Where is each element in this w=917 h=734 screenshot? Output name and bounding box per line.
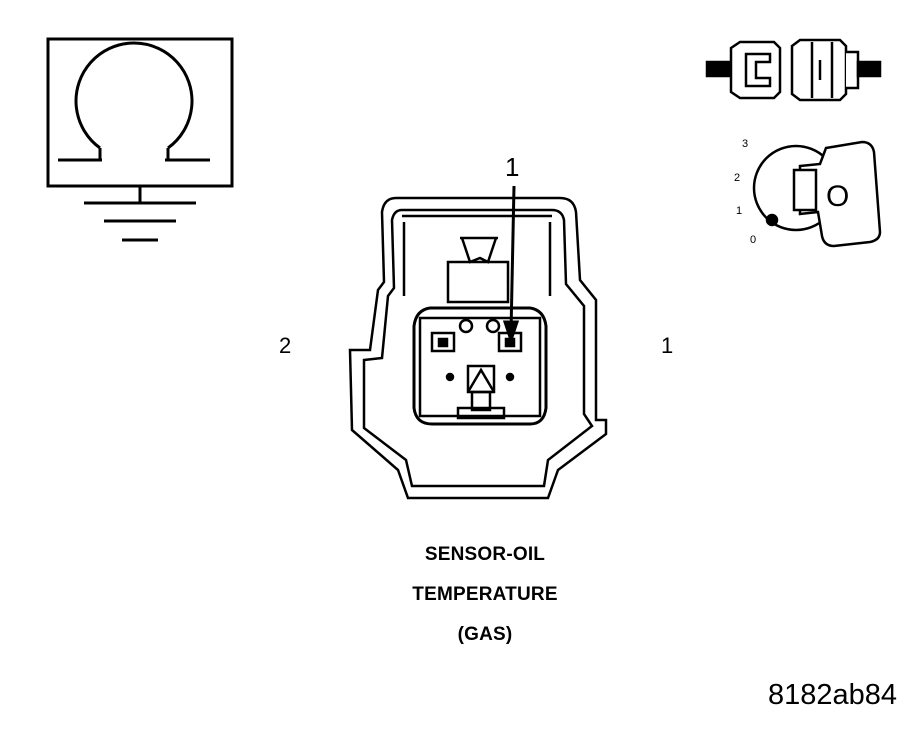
callout-arrow	[502, 185, 520, 345]
caption-line-2: TEMPERATURE	[412, 584, 558, 605]
ignition-key-label: O	[826, 180, 850, 213]
ignition-position-2: 2	[734, 172, 741, 184]
omega-symbol	[58, 41, 210, 162]
caption-line-1: SENSOR-OIL	[424, 544, 546, 565]
ignition-position-0: 0	[750, 234, 757, 246]
connector-disconnected-icon	[705, 38, 882, 102]
component-caption: SENSOR-OIL TEMPERATURE (GAS)	[330, 535, 640, 655]
callout-number: 1	[505, 152, 520, 182]
caption-line-3: (GAS)	[457, 624, 513, 645]
ground-symbol	[84, 186, 196, 242]
ignition-key-icon	[752, 140, 882, 248]
pin-label-right: 1	[661, 333, 674, 358]
ignition-position-1: 1	[736, 205, 743, 217]
ignition-position-3: 3	[742, 138, 749, 150]
figure-id: 8182ab84	[767, 679, 897, 711]
pin-label-left: 2	[279, 333, 292, 358]
ohmmeter-box	[46, 37, 234, 188]
connector-face	[348, 196, 608, 500]
